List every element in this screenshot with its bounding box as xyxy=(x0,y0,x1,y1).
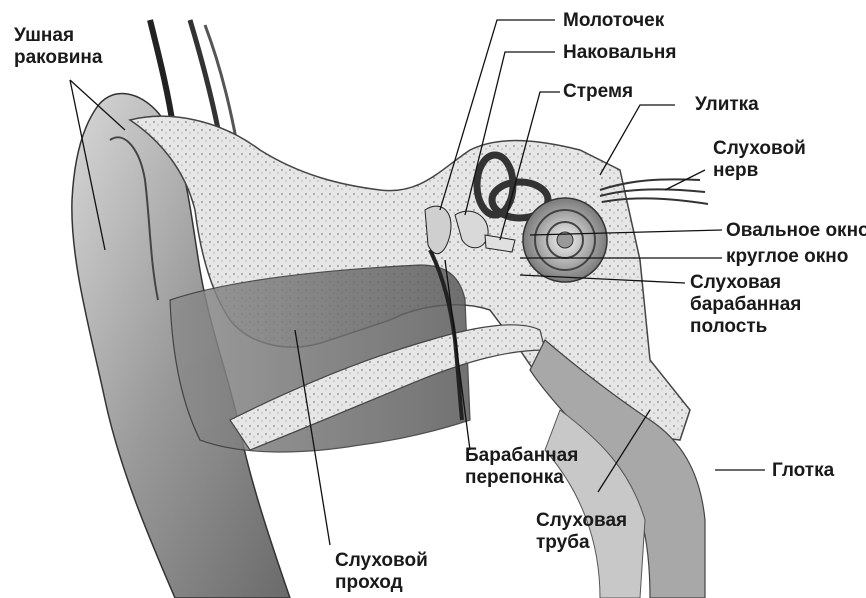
label-oval-window: Овальное окно xyxy=(726,220,866,242)
cochlea-shape xyxy=(523,198,607,282)
label-stapes: Стремя xyxy=(563,81,633,103)
label-tympanic-cavity: Слуховая барабанная полость xyxy=(690,272,801,338)
label-eardrum: Барабанная перепонка xyxy=(465,445,578,489)
label-pharynx: Глотка xyxy=(772,460,834,482)
label-incus: Наковальня xyxy=(563,42,676,64)
label-cochlea: Улитка xyxy=(695,94,759,116)
label-malleus: Молоточек xyxy=(563,10,664,32)
label-eustachian-tube: Слуховая труба xyxy=(536,510,627,554)
label-auricle: Ушная раковина xyxy=(14,25,102,69)
label-round-window: круглое окно xyxy=(726,246,848,268)
label-auditory-nerve: Слуховой нерв xyxy=(713,138,806,182)
label-ear-canal: Слуховой проход xyxy=(335,550,428,594)
